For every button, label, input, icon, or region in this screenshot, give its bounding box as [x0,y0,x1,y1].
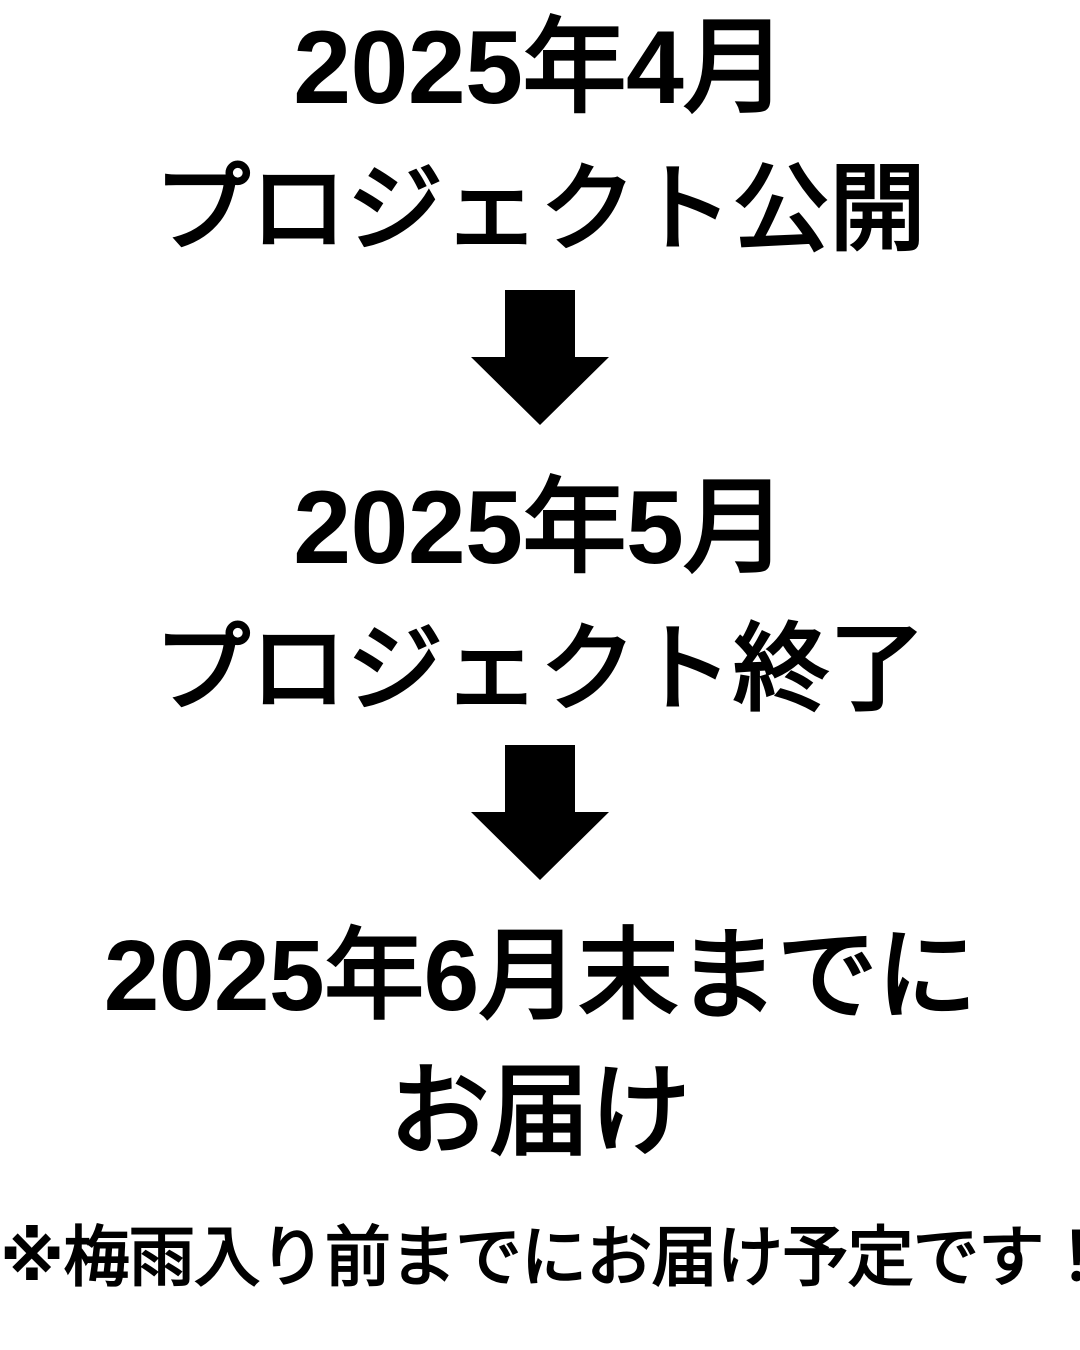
step-3-body-line: お届け [389,1056,691,1168]
footnote-text: ※梅雨入り前までにお届け予定です！ [0,1220,1080,1294]
step-1-date-line: 2025年4月 [293,10,787,126]
step-2-body-line: プロジェクト終了 [154,616,926,723]
timeline-step-delivery: 2025年6月末までに お届け [0,926,1080,1162]
down-arrow-icon [470,745,610,881]
down-arrow-icon [470,290,610,426]
timeline-step-project-launch: 2025年4月 プロジェクト公開 [0,16,1080,258]
step-1-body-line: プロジェクト公開 [154,156,926,263]
step-2-date-line: 2025年5月 [293,470,787,586]
step-3-date-line: 2025年6月末までに [103,920,977,1032]
timeline-step-project-end: 2025年5月 プロジェクト終了 [0,476,1080,718]
